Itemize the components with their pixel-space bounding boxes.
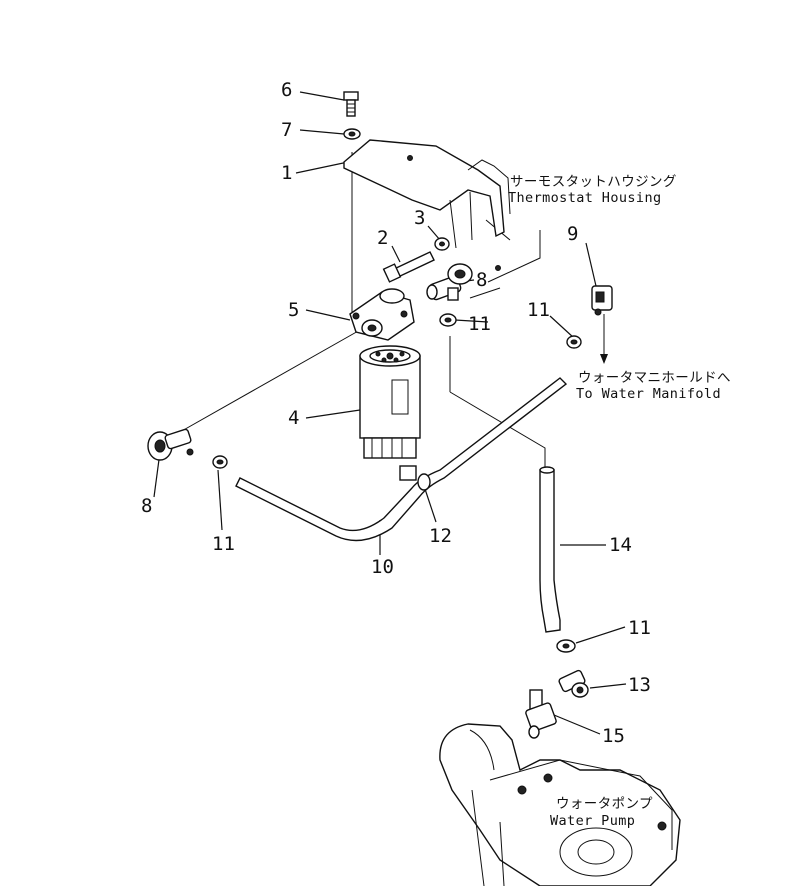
clip-part-11-c — [212, 455, 228, 469]
callout-10: 10 — [371, 556, 394, 578]
water-manifold-label-jp: ウォータマニホールドへ — [578, 370, 731, 386]
callout-5: 5 — [288, 299, 299, 321]
text-labels: サーモスタットハウジング Thermostat Housing ウォータマニホー… — [508, 174, 731, 829]
thermostat-housing-label-jp: サーモスタットハウジング — [510, 174, 677, 190]
callout-9: 9 — [567, 223, 578, 245]
clip-part-11-a — [439, 313, 457, 327]
callout-6: 6 — [281, 79, 292, 101]
water-manifold-label-en: To Water Manifold — [576, 386, 721, 402]
callout-13: 13 — [628, 674, 651, 696]
connector-part-9 — [591, 285, 613, 316]
washer-part-3 — [434, 237, 450, 251]
clamp-part-12 — [399, 465, 431, 491]
washer-part-7 — [343, 128, 361, 140]
callout-8-lower: 8 — [141, 495, 152, 517]
fitting-part-8-lower — [147, 428, 194, 461]
elbow-part-13 — [558, 669, 589, 698]
filter-part-4 — [359, 345, 421, 459]
clip-part-11-b — [566, 335, 582, 349]
clip-part-11-d — [556, 639, 576, 653]
bracket-part-1 — [343, 139, 511, 271]
callout-1: 1 — [281, 162, 292, 184]
callout-15: 15 — [602, 725, 625, 747]
callout-14: 14 — [609, 534, 632, 556]
callout-11-d: 11 — [628, 617, 651, 639]
fitting-part-8-upper — [426, 263, 473, 301]
callout-11-a: 11 — [468, 313, 491, 335]
water-pump-label-jp: ウォータポンプ — [556, 796, 653, 812]
bolt-part-6 — [343, 91, 359, 117]
water-pump-label-en: Water Pump — [550, 813, 635, 829]
hose-part-14 — [539, 466, 561, 633]
hose-part-10 — [235, 377, 568, 542]
leader-lines — [153, 91, 627, 735]
callout-numbers: 6 7 1 3 2 8 9 5 11 11 4 8 11 12 10 14 11… — [141, 79, 651, 747]
thermostat-housing-label-en: Thermostat Housing — [508, 190, 662, 206]
bolt-part-2 — [382, 251, 435, 283]
fitting-part-15 — [525, 689, 557, 739]
callout-11-b: 11 — [527, 299, 550, 321]
filter-head-part-5 — [349, 288, 415, 341]
water-pump-body — [439, 723, 681, 886]
callout-4: 4 — [288, 407, 299, 429]
callout-8-upper: 8 — [476, 269, 487, 291]
callout-7: 7 — [281, 119, 292, 141]
callout-2: 2 — [377, 227, 388, 249]
callout-3: 3 — [414, 207, 425, 229]
callout-11-c: 11 — [212, 533, 235, 555]
callout-12: 12 — [429, 525, 452, 547]
